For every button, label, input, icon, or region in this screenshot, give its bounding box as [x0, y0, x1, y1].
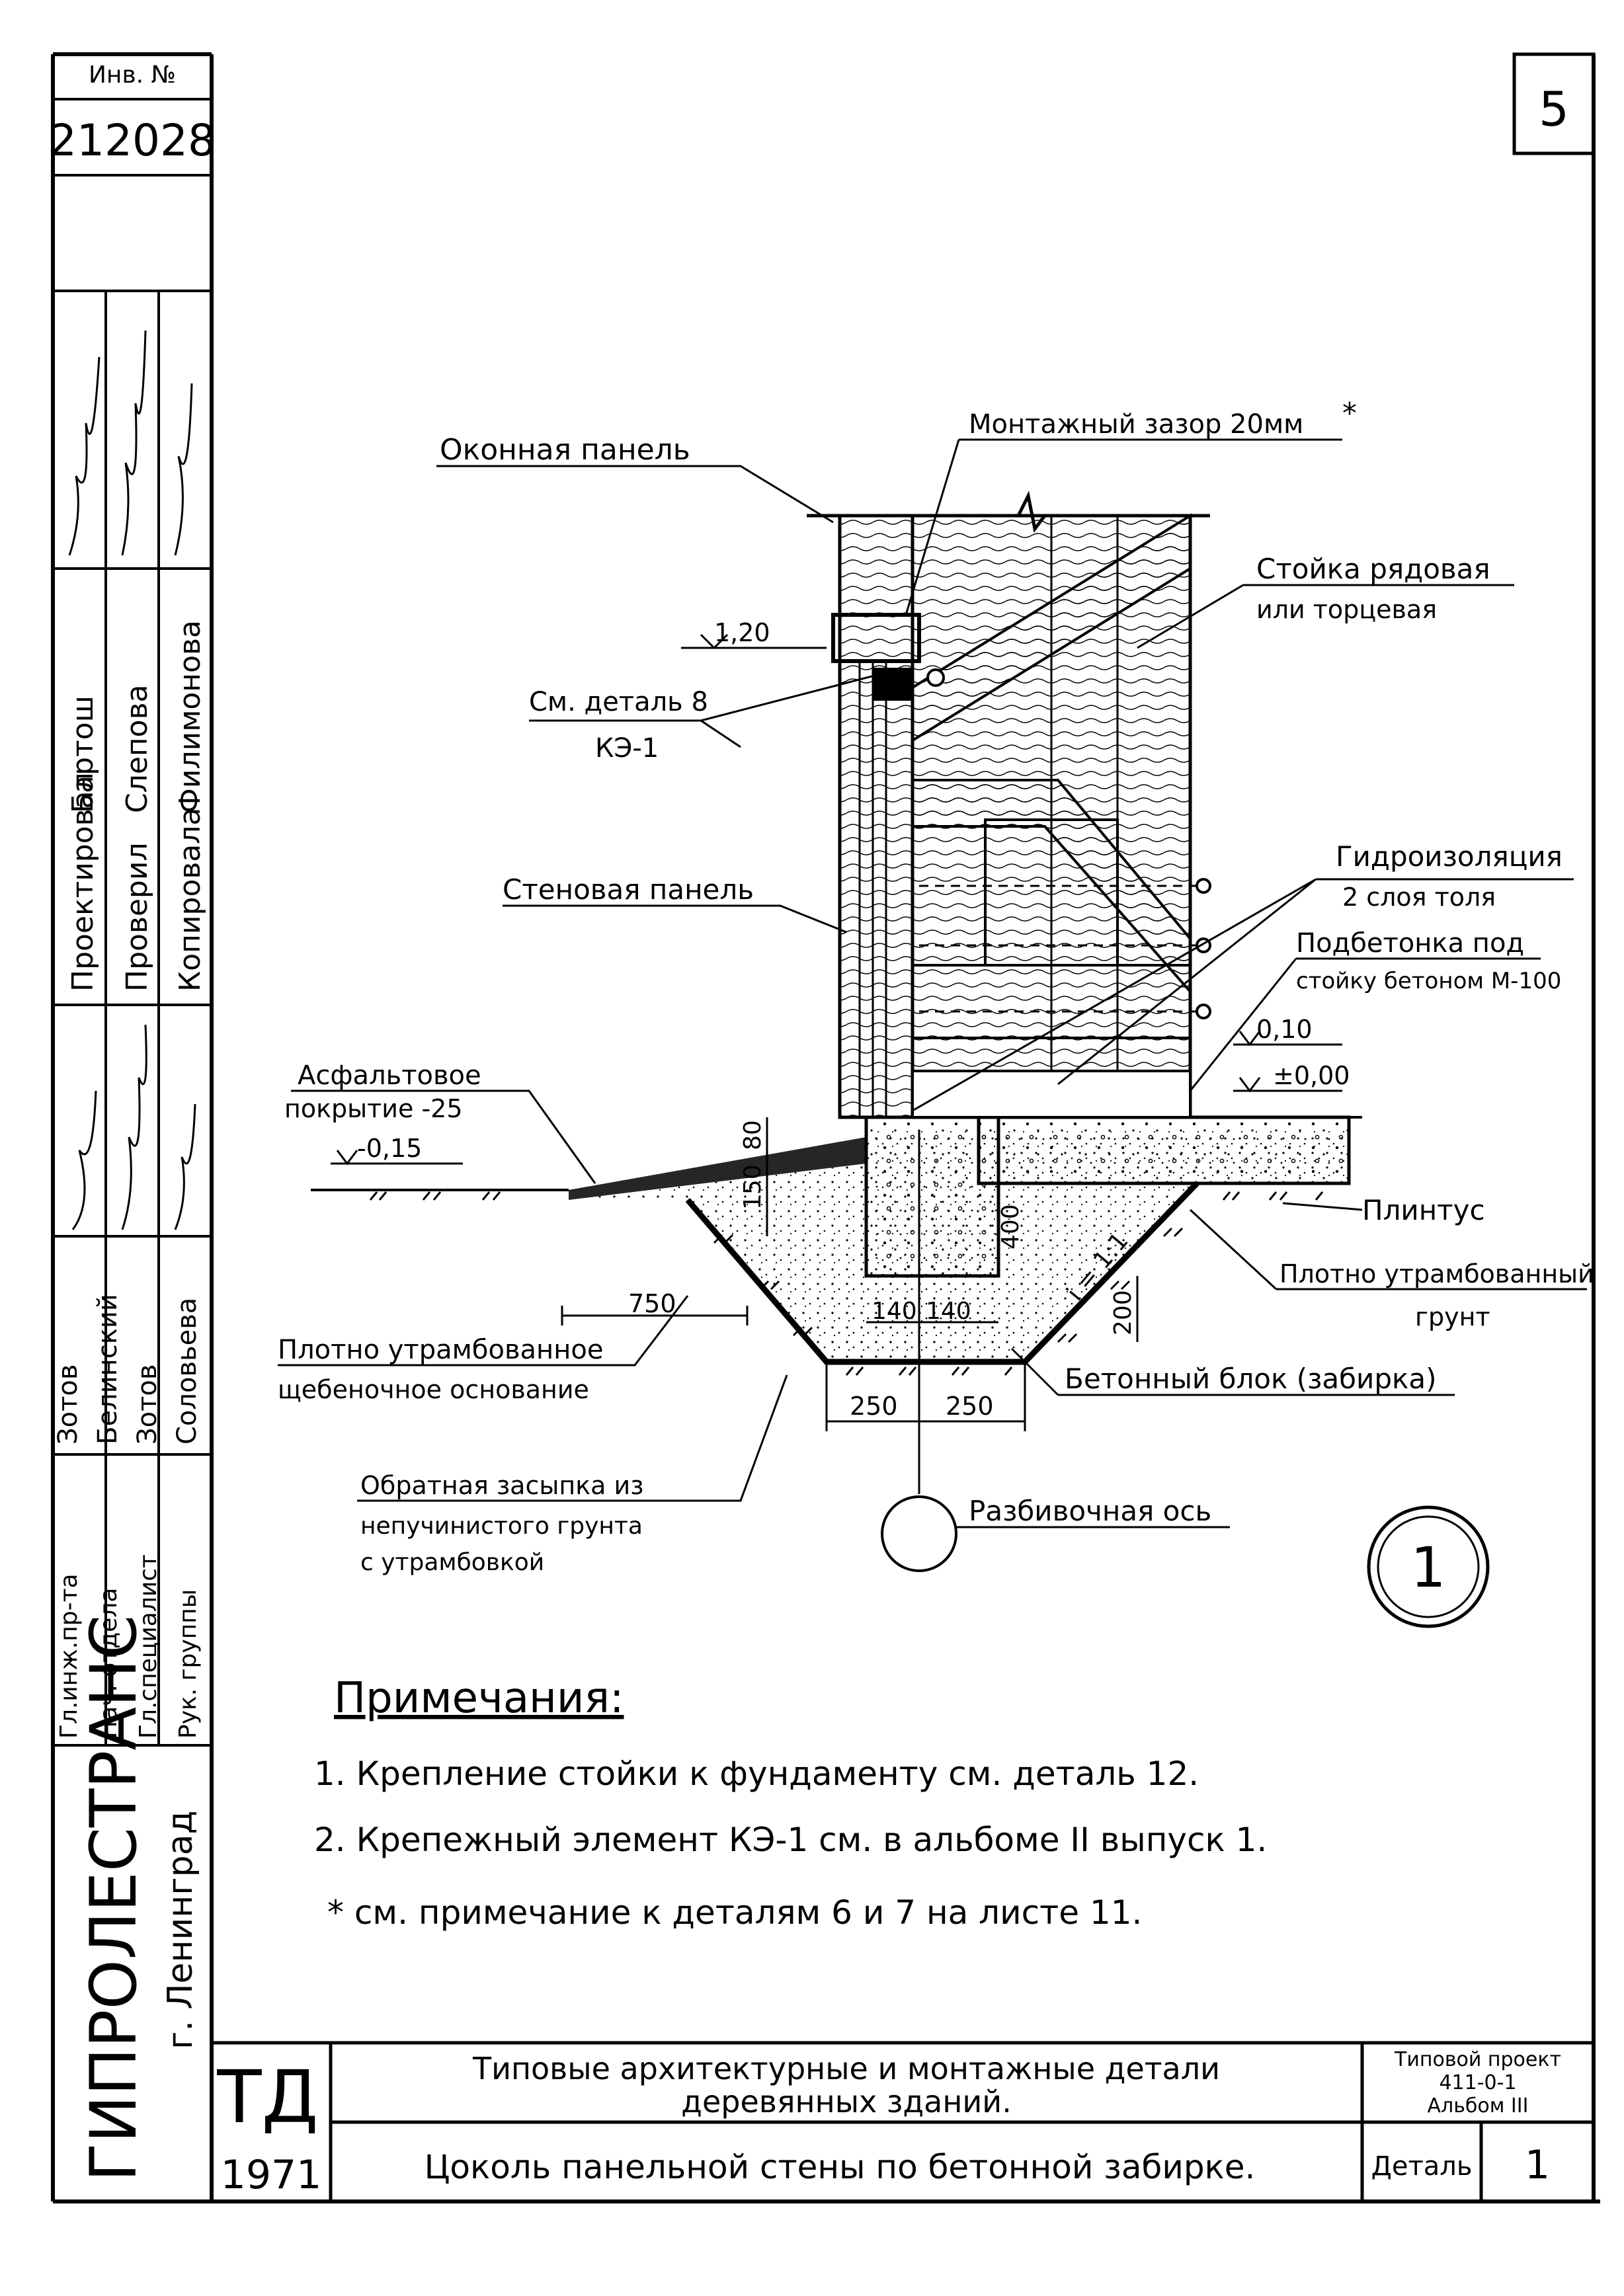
stamp-role-2: Гл.специалист	[135, 1554, 162, 1739]
stamp-name-2: Зотов	[132, 1365, 163, 1445]
stamp-role-1: Нач. отдела	[95, 1588, 122, 1739]
label-asphalt2: покрытие -25	[284, 1094, 463, 1123]
stamp-name-filimonova: Филимонова	[173, 620, 207, 813]
label-concrete-under2: стойку бетоном М-100	[1296, 968, 1561, 994]
tb-td: ТД	[216, 2055, 318, 2139]
tb-project1: Типовой проект	[1394, 2048, 1561, 2071]
label-asphalt1: Асфальтовое	[298, 1060, 481, 1091]
dim-80: 80	[739, 1120, 766, 1150]
label-backfill2: непучинистого грунта	[360, 1513, 643, 1540]
title-block	[212, 2041, 1594, 2201]
label-gravel2: щебеночное основание	[278, 1375, 589, 1404]
sheet-frame	[51, 52, 1600, 2203]
stamp-name-bartosh: Бартош	[66, 695, 100, 813]
stamp-name-0: Зотов	[53, 1365, 83, 1445]
leader-lines	[278, 438, 1587, 1528]
note-1: 1. Крепление стойки к фундаменту см. дет…	[314, 1755, 1199, 1793]
level-000: ±0,00	[1273, 1061, 1350, 1090]
stamp-names-bottom: Зотов Белинский Зотов Соловьева Гл.инж.п…	[53, 1294, 202, 1739]
stamp-city: г. Ленинград	[161, 1811, 200, 2049]
note-3: * см. примечание к деталям 6 и 7 на лист…	[327, 1893, 1142, 1932]
label-dense-soil2: грунт	[1415, 1302, 1490, 1331]
label-mount-gap: Монтажный зазор 20мм	[969, 409, 1303, 440]
notes-title: Примечания:	[334, 1674, 624, 1723]
stamp-role-3: Рук. группы	[175, 1589, 202, 1739]
stamp-role-designed: Проектировал	[66, 772, 100, 992]
stamp-role-0: Гл.инж.пр-та	[56, 1573, 83, 1739]
label-concrete-block: Бетонный блок (забирка)	[1065, 1363, 1437, 1395]
level-015: -0,15	[357, 1134, 422, 1163]
tb-year: 1971	[221, 2152, 322, 2198]
stamp-name-1: Белинский	[93, 1294, 123, 1445]
label-asterisk: *	[1342, 397, 1357, 430]
tb-detail-no: 1	[1525, 2142, 1550, 2188]
tb-title2: деревянных зданий.	[681, 2084, 1012, 2119]
label-backfill1: Обратная засыпка из	[360, 1471, 643, 1500]
dim-150: 150	[739, 1164, 766, 1210]
sheet-number: 5	[1539, 81, 1569, 137]
label-two-layers: 2 слоя толя	[1342, 883, 1496, 912]
stamp-role-checked: Проверил	[120, 842, 154, 992]
sheet-number-box: 5	[1512, 52, 1596, 155]
signatures	[68, 330, 196, 1230]
section-drawing	[311, 491, 1362, 1494]
label-waterproof: Гидроизоляция	[1336, 840, 1563, 873]
stamp-name-slepova: Слепова	[120, 685, 154, 814]
label-dense-soil1: Плотно утрамбованный	[1279, 1259, 1594, 1288]
level-120: 1,20	[714, 618, 770, 647]
level-010: 0,10	[1256, 1015, 1313, 1044]
label-ke1: КЭ-1	[595, 733, 659, 764]
label-plinth: Плинтус	[1362, 1194, 1485, 1226]
label-backfill3: с утрамбовкой	[360, 1549, 544, 1576]
stamp-names-top: Бартош Слепова Филимонова Проектировал П…	[66, 620, 207, 992]
label-window-panel: Оконная панель	[440, 433, 690, 467]
inv-label: Инв. №	[89, 61, 176, 89]
tb-title1: Типовые архитектурные и монтажные детали	[472, 2051, 1220, 2086]
label-see-detail: См. деталь 8	[529, 687, 708, 717]
axis-bubble	[881, 1495, 957, 1572]
dim-750: 750	[628, 1289, 676, 1318]
dim-250a: 250	[850, 1392, 898, 1421]
tb-project2: 411-0-1	[1439, 2071, 1516, 2094]
dim-140a: 140	[872, 1298, 917, 1325]
notes: Примечания: 1. Крепление стойки к фундам…	[314, 1674, 1267, 1932]
label-gravel1: Плотно утрамбованное	[278, 1335, 603, 1365]
label-concrete-under1: Подбетонка под	[1296, 928, 1524, 959]
level-marks	[331, 633, 1342, 1166]
label-post-regular: Стойка рядовая	[1256, 553, 1490, 585]
detail-marker: 1	[1367, 1505, 1490, 1628]
inv-number: 212028	[49, 115, 216, 166]
label-wall-panel: Стеновая панель	[503, 873, 754, 906]
stamp-role-copied: Копировала	[173, 808, 207, 992]
tb-detail-title: Цоколь панельной стены по бетонной забир…	[425, 2148, 1256, 2186]
left-stamp	[53, 98, 212, 1747]
tb-detail-label: Деталь	[1371, 2151, 1473, 2182]
dim-140b: 140	[926, 1298, 971, 1325]
label-post-end: или торцевая	[1256, 595, 1437, 624]
dim-200: 200	[1110, 1290, 1137, 1335]
label-axis: Разбивочная ось	[969, 1495, 1211, 1527]
dimensions	[561, 1117, 1139, 1431]
note-2: 2. Крепежный элемент КЭ-1 см. в альбоме …	[314, 1821, 1267, 1859]
detail-number: 1	[1410, 1535, 1445, 1600]
dim-250b: 250	[946, 1392, 994, 1421]
stamp-name-3: Соловьева	[172, 1298, 202, 1445]
tb-project3: Альбом III	[1428, 2094, 1529, 2118]
dim-400: 400	[997, 1204, 1024, 1249]
drawing-labels: Оконная панель Монтажный зазор 20мм * Ст…	[278, 397, 1594, 1576]
stamp-org: ГИПРОЛЕСТРАНС	[77, 1615, 151, 2182]
